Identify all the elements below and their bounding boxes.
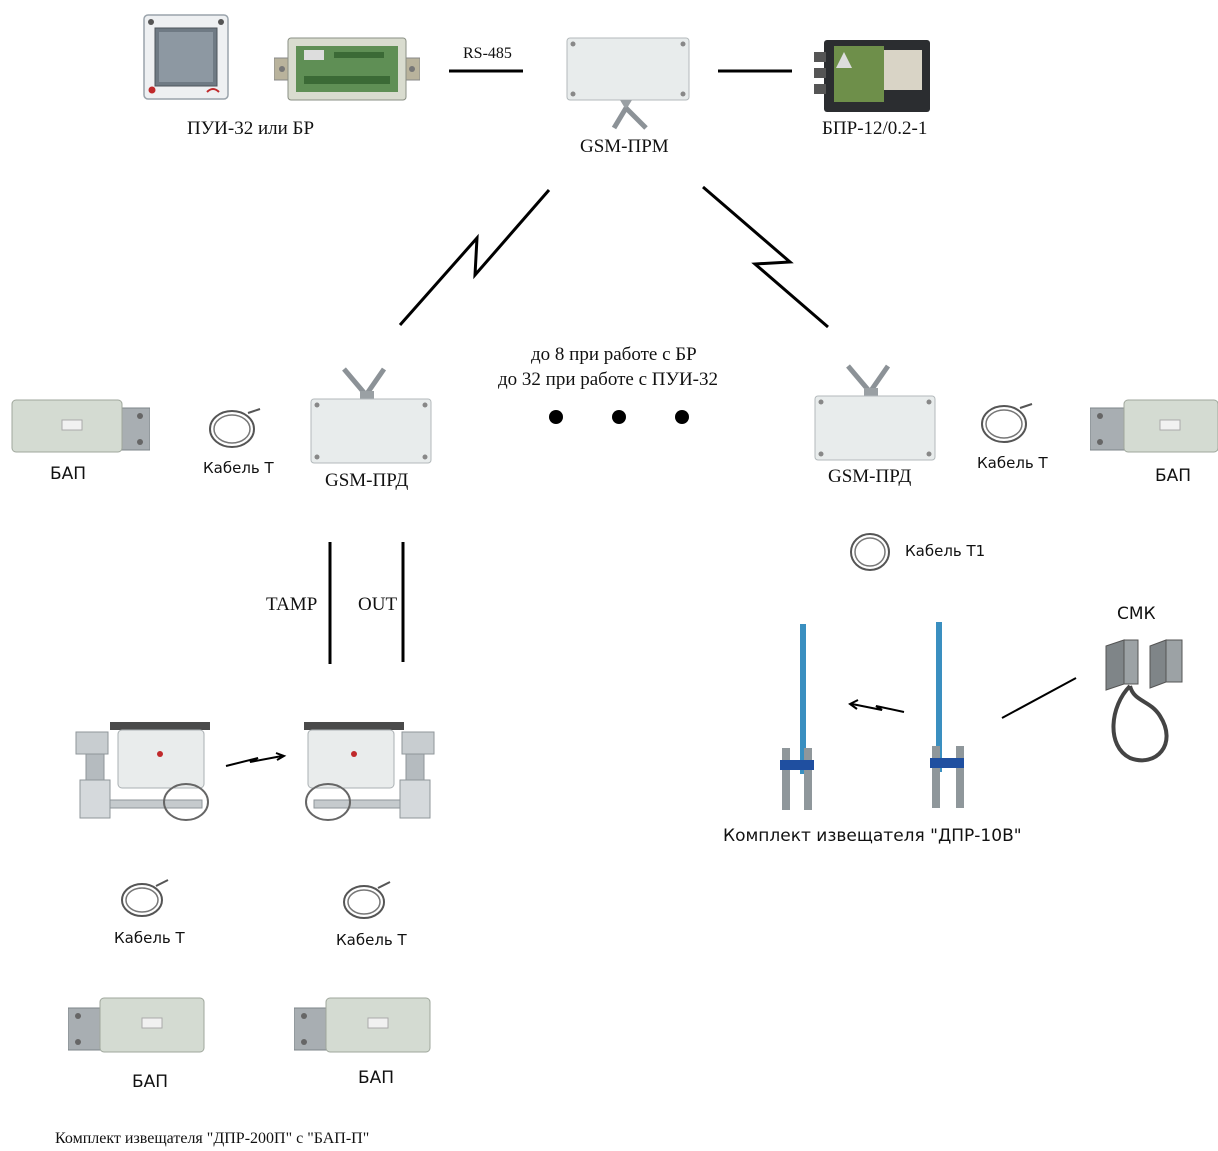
cable-coil-icon xyxy=(116,876,170,920)
cable-coil-icon xyxy=(338,878,392,922)
cable-bottom-mid-label: Кабель Т xyxy=(336,931,407,949)
radio-post-link xyxy=(851,703,905,713)
gsm-prd-right-label: GSM-ПРД xyxy=(828,466,912,487)
gsm-receiver-icon xyxy=(566,36,690,130)
control-panel-icon xyxy=(143,14,229,100)
ellipsis-dot-1 xyxy=(549,410,563,424)
cable-bottom-left-label: Кабель Т xyxy=(114,929,185,947)
ir-beam-sensor-icon xyxy=(300,720,438,824)
ir-beam-sensor-icon xyxy=(74,720,216,824)
cable-left-label: Кабель Т xyxy=(203,459,274,477)
tamp-label: TAMP xyxy=(266,594,318,615)
ellipsis-dot-3 xyxy=(675,410,689,424)
kit-dpr200p-caption: Комплект извещателя "ДПР-200П" с "БАП-П" xyxy=(55,1130,370,1147)
gsm-prm-label: GSM-ПРМ xyxy=(580,136,669,157)
gsm-transmitter-icon xyxy=(814,362,936,462)
rs485-label: RS-485 xyxy=(463,45,512,62)
radio-post-icon xyxy=(776,622,816,812)
bap-left-label: БАП xyxy=(50,464,87,484)
magnetic-contact-icon xyxy=(1100,636,1190,768)
cable-t1-label: Кабель Т1 xyxy=(905,542,986,560)
battery-module-icon xyxy=(10,398,151,454)
power-supply-icon xyxy=(814,40,930,112)
smk-label: СМК xyxy=(1117,604,1156,624)
wireless-link-left xyxy=(398,189,551,326)
gsm-prd-left-label: GSM-ПРД xyxy=(325,470,409,491)
bap-bottom-mid-label: БАП xyxy=(358,1068,395,1088)
battery-module-icon xyxy=(293,996,432,1054)
battery-module-icon xyxy=(67,996,206,1054)
ir-beam-link xyxy=(225,755,283,767)
cable-coil-icon xyxy=(204,405,262,451)
ellipsis-dot-2 xyxy=(612,410,626,424)
bpr-label: БПР-12/0.2-1 xyxy=(822,118,928,139)
radio-post-icon xyxy=(926,620,970,810)
gsm-transmitter-icon xyxy=(310,365,432,465)
bap-bottom-left-label: БАП xyxy=(132,1072,169,1092)
relay-block-icon xyxy=(273,36,421,102)
wireless-link-right xyxy=(702,185,829,329)
range-line-1: до 8 при работе с БР xyxy=(531,344,697,365)
cable-coil-icon xyxy=(848,530,894,574)
smk-line xyxy=(1001,677,1077,719)
cable-right-label: Кабель Т xyxy=(977,454,1048,472)
out-label: OUT xyxy=(358,594,398,615)
bap-right-label: БАП xyxy=(1155,466,1192,486)
cable-coil-icon xyxy=(976,400,1034,446)
pui-label: ПУИ-32 или БР xyxy=(187,118,315,139)
range-line-2: до 32 при работе с ПУИ-32 xyxy=(498,369,718,390)
kit-dpr10v-caption: Комплект извещателя "ДПР-10В" xyxy=(723,826,1022,846)
battery-module-icon xyxy=(1089,398,1218,454)
